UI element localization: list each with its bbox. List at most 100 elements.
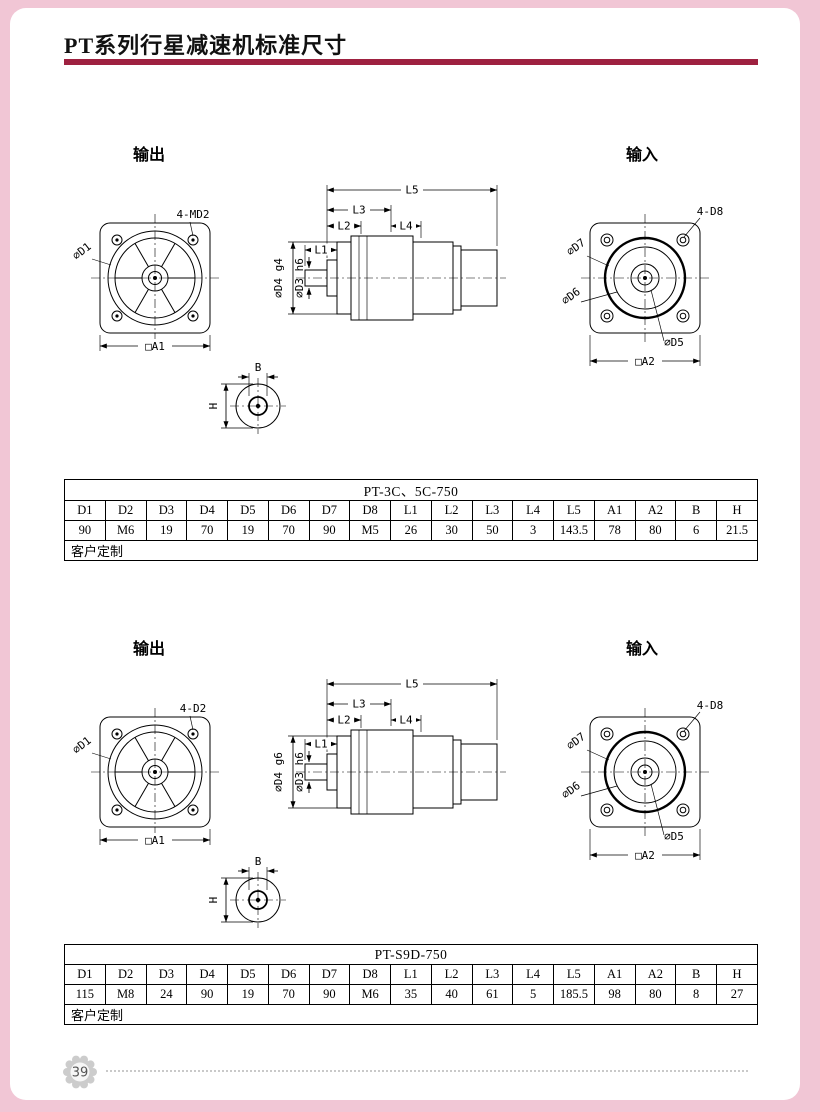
d4-label: ⌀D4 g4: [272, 258, 285, 298]
value-cell: 90: [308, 984, 351, 1005]
col-header: L3: [471, 500, 514, 521]
output-view-label: 输出: [133, 639, 165, 658]
col-header: B: [675, 500, 717, 521]
value-cell: 24: [145, 984, 188, 1005]
col-header: A2: [634, 964, 677, 985]
value-cell: 21.5: [716, 520, 758, 541]
col-header: H: [716, 500, 758, 521]
value-cell: 5: [512, 984, 554, 1005]
rear-holes-label: 4-D8: [697, 699, 724, 712]
output-view-label: 输出: [133, 145, 165, 164]
value-cell: 80: [634, 520, 677, 541]
h-label: H: [207, 897, 220, 904]
value-cell: 8: [675, 984, 717, 1005]
l3-label: L3: [352, 204, 365, 217]
d6-label: ⌀D6: [559, 285, 583, 307]
col-header: L1: [390, 964, 432, 985]
h-label: H: [207, 403, 220, 410]
col-header: D3: [145, 964, 188, 985]
col-header: D2: [104, 500, 147, 521]
input-flange-view: 4-D8 ⌀D7 ⌀D6 ⌀D5 □A2: [559, 205, 723, 368]
col-header: D2: [104, 964, 147, 985]
shaft-end-view: B H: [207, 855, 286, 928]
value-cell: 50: [471, 520, 514, 541]
l2-label: L2: [337, 220, 350, 233]
col-header: D4: [186, 964, 228, 985]
value-cell: 90: [186, 984, 228, 1005]
table-title-row: PT-S9D-750: [64, 944, 758, 965]
technical-drawing-2: 输出 输入 4-D2 ⌀D1 □A1: [70, 639, 724, 928]
custom-note: 客户定制: [64, 1004, 758, 1025]
value-cell: 143.5: [553, 520, 595, 541]
value-cell: M5: [349, 520, 391, 541]
l3-label: L3: [352, 698, 365, 711]
col-header: A1: [593, 500, 636, 521]
side-view: L5 L3 L2 L4 L1 ⌀D4 g4 ⌀D3 h6: [272, 183, 506, 321]
table-title: PT-S9D-750: [64, 944, 758, 965]
col-header: D5: [227, 500, 269, 521]
value-cell: 40: [430, 984, 473, 1005]
col-header: L4: [512, 964, 554, 985]
footer-divider: [106, 1070, 748, 1072]
l5-label: L5: [405, 678, 418, 691]
col-header: D1: [64, 500, 106, 521]
custom-note: 客户定制: [64, 540, 758, 561]
table-values-row: 115 M8 24 90 19 70 90 M6 35 40 61 5 185.…: [64, 984, 758, 1005]
col-header: D1: [64, 964, 106, 985]
col-header: L2: [430, 500, 473, 521]
value-cell: 6: [675, 520, 717, 541]
col-header: L4: [512, 500, 554, 521]
a2-label: □A2: [635, 849, 655, 862]
spec-table-1: PT-3C、5C-750 D1 D2 D3 D4 D5 D6 D7 D8 L1 …: [64, 479, 758, 561]
l1-label: L1: [314, 244, 327, 257]
value-cell: 90: [308, 520, 351, 541]
col-header: B: [675, 964, 717, 985]
col-header: L2: [430, 964, 473, 985]
a2-label: □A2: [635, 355, 655, 368]
value-cell: 19: [227, 984, 269, 1005]
value-cell: 80: [634, 984, 677, 1005]
col-header: H: [716, 964, 758, 985]
col-header: D6: [267, 964, 310, 985]
side-view: L5 L3 L2 L4 L1 ⌀D4 g6 ⌀D3 h6: [272, 677, 506, 815]
value-cell: M6: [349, 984, 391, 1005]
a1-label: □A1: [145, 834, 165, 847]
d5-label: ⌀D5: [664, 336, 684, 349]
front-holes-label: 4-D2: [180, 702, 207, 715]
d7-label: ⌀D7: [564, 730, 588, 752]
value-cell: M8: [104, 984, 147, 1005]
value-cell: 3: [512, 520, 554, 541]
l5-label: L5: [405, 184, 418, 197]
col-header: L3: [471, 964, 514, 985]
title-underline: [64, 59, 758, 65]
d1-label: ⌀D1: [70, 734, 94, 756]
d6-label: ⌀D6: [559, 779, 583, 801]
rear-holes-label: 4-D8: [697, 205, 724, 218]
col-header: D8: [349, 500, 391, 521]
b-label: B: [255, 361, 262, 374]
value-cell: 19: [145, 520, 188, 541]
table-note-row: 客户定制: [64, 1004, 758, 1025]
d5-label: ⌀D5: [664, 830, 684, 843]
value-cell: 26: [390, 520, 432, 541]
col-header: A2: [634, 500, 677, 521]
value-cell: 78: [593, 520, 636, 541]
output-flange-view: 4-MD2 ⌀D1 □A1: [70, 208, 219, 353]
d7-label: ⌀D7: [564, 236, 588, 258]
table-title: PT-3C、5C-750: [64, 479, 758, 501]
front-holes-label: 4-MD2: [176, 208, 209, 221]
spec-table-2: PT-S9D-750 D1 D2 D3 D4 D5 D6 D7 D8 L1 L2…: [64, 944, 758, 1025]
l2-label: L2: [337, 714, 350, 727]
page-number: 39: [72, 1066, 89, 1081]
table-header-row: D1 D2 D3 D4 D5 D6 D7 D8 L1 L2 L3 L4 L5 A…: [64, 964, 758, 985]
col-header: L5: [553, 500, 595, 521]
d3-label: ⌀D3 h6: [293, 258, 306, 298]
value-cell: 35: [390, 984, 432, 1005]
value-cell: 98: [593, 984, 636, 1005]
col-header: L5: [553, 964, 595, 985]
value-cell: M6: [104, 520, 147, 541]
table-header-row: D1 D2 D3 D4 D5 D6 D7 D8 L1 L2 L3 L4 L5 A…: [64, 500, 758, 521]
page-title: PT系列行星减速机标准尺寸: [64, 33, 348, 58]
col-header: D8: [349, 964, 391, 985]
